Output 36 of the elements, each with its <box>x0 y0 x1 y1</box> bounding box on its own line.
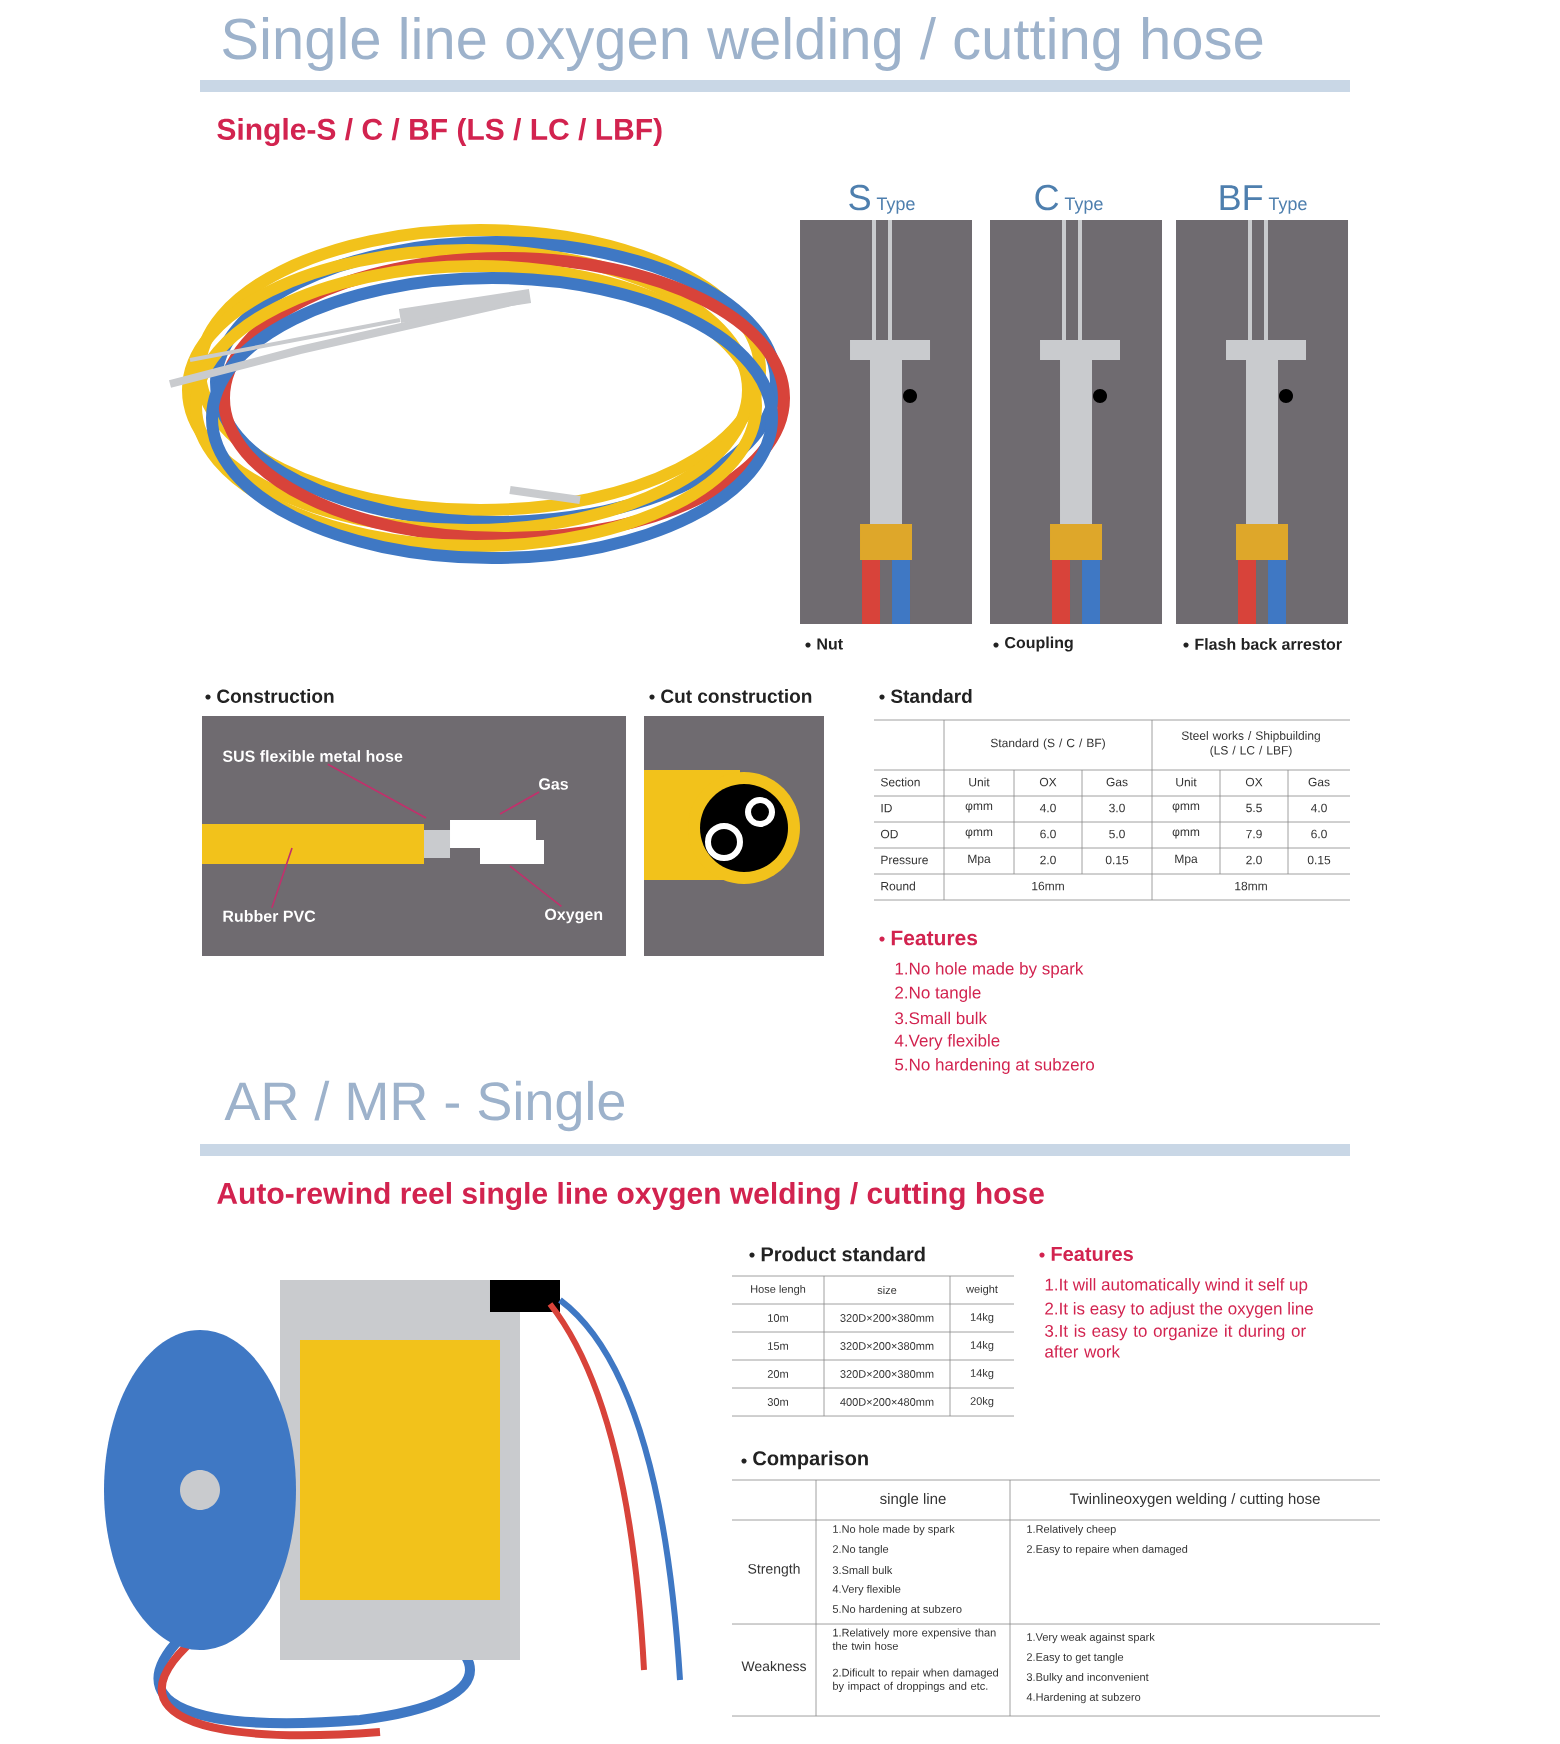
photo-caption: Nut <box>805 638 843 650</box>
feature-item: 3.Small bulk <box>895 1011 987 1025</box>
type-letter: C <box>1035 184 1059 211</box>
callout-label: Rubber PVC <box>223 910 316 922</box>
photo-caption: Coupling <box>993 636 1073 652</box>
leader-line <box>327 763 427 819</box>
section-heading: Construction <box>205 689 334 703</box>
type-label: Type <box>1268 197 1307 214</box>
section-heading: Comparison <box>741 1450 868 1470</box>
feature-item: 5.No hardening at subzero <box>895 1058 1094 1074</box>
section-heading: Features <box>1039 1247 1133 1261</box>
feature-item: 4.Very flexible <box>894 1034 1000 1050</box>
callout-label: SUS flexible metal hose <box>222 750 403 762</box>
photo-caption: Flash back arrestor <box>1183 638 1342 650</box>
feature-item: 2.It is easy to adjust the oxygen line <box>1045 1302 1313 1318</box>
leader-line <box>499 791 540 815</box>
type-label: Type <box>876 197 915 214</box>
feature-item: 3.It is easy to organize it during or after work <box>1045 1324 1306 1358</box>
leader-line <box>509 865 563 908</box>
type-letter: BF <box>1220 185 1263 210</box>
callout-label: Gas <box>539 778 568 790</box>
type-label: Type <box>1064 197 1103 214</box>
page-title: Single line oxygen welding / cutting hose <box>223 16 1263 72</box>
subheading: Single-S / C / BF (LS / LC / LBF) <box>217 117 662 147</box>
type-letter: S <box>849 184 870 211</box>
feature-item: 1.It will automatically wind it self up <box>1045 1278 1308 1294</box>
section-heading: Product standard <box>749 1246 925 1262</box>
page-title: AR / MR - Single <box>224 1080 625 1132</box>
feature-item: 1.No hole made by spark <box>895 962 1084 978</box>
feature-item: 2.No tangle <box>895 986 981 1002</box>
callout-label: Oxygen <box>545 908 603 924</box>
subheading: Auto-rewind reel single line oxygen welding / cutting hose <box>217 1181 1044 1211</box>
leader-line <box>271 847 293 909</box>
section-heading: Standard <box>879 689 972 703</box>
section-heading: Features <box>879 930 978 946</box>
section-heading: Cut construction <box>649 689 812 703</box>
